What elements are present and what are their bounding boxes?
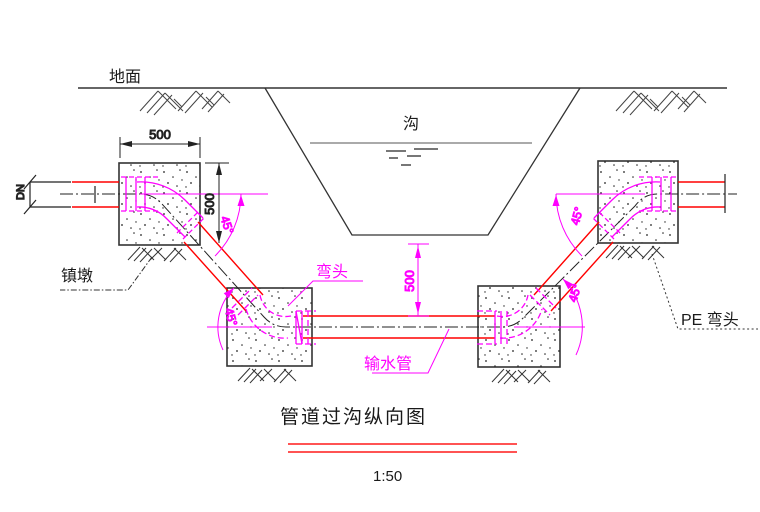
angle-label-2: 45° xyxy=(222,306,240,327)
dim-block-height: 500 xyxy=(202,162,229,243)
angle-dim-3: 45° xyxy=(514,278,585,356)
elbow-block3 xyxy=(477,287,557,345)
block3-ground-hatch xyxy=(491,368,551,385)
dim-dn-text: DN xyxy=(15,184,27,200)
ditch: 沟 xyxy=(264,87,581,236)
water-pipe-leader: 输水管 xyxy=(364,328,450,374)
angle-dimensions: 45° 45° 45° 45° xyxy=(140,193,645,356)
drawing-title: 管道过沟纵向图 xyxy=(280,406,427,428)
linear-dimensions: 500 500 500 DN xyxy=(14,127,429,317)
pe-elbow-leader: PE 弯头 xyxy=(651,253,758,330)
dim-width-text: 500 xyxy=(149,127,171,142)
block4-ground-hatch xyxy=(605,244,665,261)
angle-dim-2: 45° xyxy=(207,287,272,351)
elbow-fittings xyxy=(121,176,677,345)
ground-label: 地面 xyxy=(109,68,141,86)
water-pipe-label: 输水管 xyxy=(364,355,412,373)
thrust-block-leader: 镇墩 xyxy=(60,256,153,291)
ground-surface: 地面 xyxy=(78,68,727,116)
dim-pipe-dn: DN xyxy=(14,174,37,215)
thrust-block-label: 镇墩 xyxy=(61,267,93,285)
elbow-block2 xyxy=(231,287,316,345)
elbow-leader: 弯头 xyxy=(287,263,363,307)
angle-dim-4: 45° xyxy=(552,193,645,257)
thrust-block-1 xyxy=(118,162,201,246)
dim-pipe-depth: 500 xyxy=(402,243,429,317)
soil-hatch-right xyxy=(615,90,707,116)
water-surface xyxy=(310,142,532,166)
elbow-block4 xyxy=(592,176,677,240)
ditch-label: 沟 xyxy=(403,115,419,133)
pe-elbow-label: PE 弯头 xyxy=(681,311,739,329)
angle-label-4: 45° xyxy=(568,205,586,226)
title-block: 管道过沟纵向图 1:50 xyxy=(280,406,517,485)
dim-block-width: 500 xyxy=(119,127,201,158)
angle-dim-1: 45° xyxy=(140,193,268,257)
soil-hatch-left xyxy=(139,90,231,116)
angle-label-3: 45° xyxy=(566,282,585,304)
block1-ground-hatch xyxy=(127,246,187,263)
elbow-label: 弯头 xyxy=(316,263,348,281)
drawing-scale: 1:50 xyxy=(373,468,402,485)
dim-depth-text: 500 xyxy=(402,270,417,292)
block2-ground-hatch xyxy=(237,367,297,384)
dim-height-text: 500 xyxy=(202,193,217,215)
leader-labels: 镇墩 弯头 输水管 PE 弯头 xyxy=(60,253,758,374)
angle-label-1: 45° xyxy=(218,214,237,236)
elbow-block1 xyxy=(121,176,205,240)
pipe-red-lines xyxy=(72,181,725,339)
pipe-centerline xyxy=(30,174,737,328)
